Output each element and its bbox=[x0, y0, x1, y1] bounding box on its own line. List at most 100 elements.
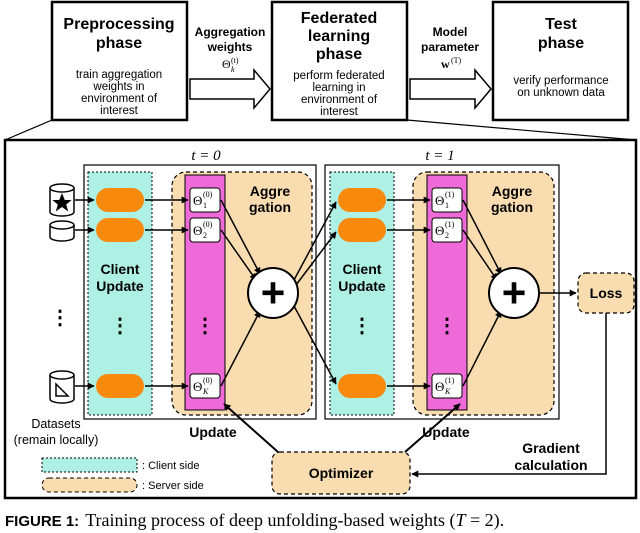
client-node bbox=[96, 218, 144, 242]
legend-server-swatch bbox=[41, 477, 138, 493]
theta-superscript: (0) bbox=[203, 220, 213, 229]
gradient-label: calculation bbox=[514, 457, 587, 473]
arrow bbox=[220, 199, 261, 275]
theta-symbol: Θ bbox=[193, 193, 202, 208]
loss-label: Loss bbox=[590, 285, 623, 301]
plus-sign: + bbox=[261, 269, 286, 316]
theta-superscript: (1) bbox=[445, 376, 455, 385]
phase-preprocessing: Preprocessing phase train aggregation we… bbox=[50, 0, 189, 122]
arrow bbox=[293, 305, 337, 385]
client-node bbox=[338, 188, 386, 212]
arrow bbox=[411, 313, 607, 478]
theta-superscript: (1) bbox=[445, 190, 455, 199]
aggregation-label: Aggre bbox=[492, 183, 533, 199]
zoom-line bbox=[406, 119, 637, 141]
arrow-label: weights bbox=[207, 40, 253, 54]
phase-description: verify performance bbox=[513, 75, 608, 87]
weight-box-theta-k: Θ K (0) bbox=[189, 373, 221, 399]
client-update-label: Update bbox=[96, 278, 144, 294]
vertical-ellipsis: ⋮ bbox=[195, 315, 215, 337]
arrow-label: parameter bbox=[421, 40, 479, 54]
arrow bbox=[462, 229, 498, 281]
optimizer-label: Optimizer bbox=[309, 465, 374, 481]
client-node bbox=[338, 218, 386, 242]
weight-box-theta-1: Θ 1 (1) bbox=[431, 187, 463, 213]
phase-description: environment of bbox=[301, 94, 378, 106]
vertical-ellipsis: ⋮ bbox=[50, 307, 70, 329]
phase-title: phase bbox=[96, 35, 142, 52]
phase-title: Test bbox=[545, 16, 577, 33]
theta-symbol: Θ bbox=[435, 379, 444, 394]
plus-sign: + bbox=[502, 269, 527, 316]
legend-client-label: : Client side bbox=[142, 460, 199, 472]
figure-caption: FIGURE 1:Training process of deep unfold… bbox=[5, 510, 504, 531]
datasets-label: Datasets bbox=[31, 417, 80, 431]
arrow bbox=[295, 231, 337, 286]
phase-description: train aggregation bbox=[76, 69, 162, 81]
aggregation-plus-icon: + bbox=[247, 267, 299, 319]
client-node bbox=[96, 374, 144, 398]
phase-description: on unknown data bbox=[517, 87, 605, 99]
arrow bbox=[223, 403, 279, 453]
theta-subscript: 1 bbox=[445, 201, 449, 210]
phase-description: interest bbox=[320, 106, 359, 118]
weight-box-theta-2: Θ 2 (0) bbox=[189, 217, 221, 243]
weight-box-theta-1: Θ 1 (0) bbox=[189, 187, 221, 213]
client-node bbox=[338, 374, 386, 398]
aggregation-label: gation bbox=[249, 199, 291, 215]
client-node bbox=[96, 188, 144, 212]
aggregation-weights-label: Aggregation weights Θ k (t) bbox=[195, 25, 266, 74]
datasets-label: (remain locally) bbox=[14, 433, 99, 447]
caption-var: T bbox=[455, 510, 467, 530]
model-parameter-label: Model parameter w (T) bbox=[421, 25, 479, 71]
phase-description: perform federated bbox=[293, 70, 384, 82]
caption-eq: = 2). bbox=[465, 510, 504, 531]
phase-description: environment of bbox=[81, 93, 158, 105]
arrow-label: Aggregation bbox=[195, 25, 266, 39]
aggregation-label: Aggre bbox=[250, 183, 291, 199]
hollow-arrow-2 bbox=[409, 67, 492, 111]
client-update-label: Client bbox=[101, 261, 140, 277]
arrow bbox=[462, 310, 502, 387]
w-superscript: (T) bbox=[451, 56, 462, 65]
hollow-arrow-1 bbox=[189, 67, 271, 111]
arrow-label: Model bbox=[433, 25, 468, 39]
phase-title: phase bbox=[316, 46, 362, 63]
phase-description: learning in bbox=[312, 82, 365, 94]
arrow bbox=[462, 199, 502, 275]
theta-subscript: K bbox=[444, 387, 451, 396]
phase-title: Federated bbox=[301, 10, 377, 27]
theta-superscript: (0) bbox=[203, 190, 213, 199]
weights-column bbox=[184, 174, 226, 411]
vertical-ellipsis: ⋮ bbox=[110, 315, 130, 337]
arrow bbox=[293, 201, 337, 281]
theta-symbol: Θ bbox=[435, 193, 444, 208]
client-update-label: Client bbox=[343, 261, 382, 277]
theta-subscript: 2 bbox=[203, 231, 207, 240]
dataset-triangle-icon bbox=[49, 370, 75, 404]
arrow bbox=[404, 403, 461, 453]
phase-federated-learning: Federated learning phase perform federat… bbox=[270, 0, 409, 122]
weight-box-theta-k: Θ K (1) bbox=[431, 373, 463, 399]
stage-label: t = 0 bbox=[191, 148, 221, 164]
theta-subscript: k bbox=[231, 65, 235, 74]
zoom-line bbox=[4, 119, 53, 141]
vertical-ellipsis: ⋮ bbox=[352, 315, 372, 337]
optimizer-box: Optimizer bbox=[271, 451, 411, 495]
client-update-label: Update bbox=[338, 278, 386, 294]
theta-superscript: (t) bbox=[231, 56, 239, 65]
aggregation-label: gation bbox=[491, 199, 533, 215]
theta-superscript: (0) bbox=[203, 376, 213, 385]
arrow bbox=[220, 310, 261, 387]
update-label: Update bbox=[189, 424, 237, 440]
stage-label: t = 1 bbox=[425, 148, 454, 164]
theta-symbol: Θ bbox=[222, 57, 231, 71]
theta-symbol: Θ bbox=[193, 223, 202, 238]
legend: : Client side : Server side bbox=[41, 457, 204, 493]
legend-client-swatch bbox=[41, 457, 138, 473]
theta-symbol: Θ bbox=[435, 223, 444, 238]
dataset-star-icon bbox=[49, 183, 75, 217]
phase-title: learning bbox=[308, 28, 370, 45]
theta-superscript: (1) bbox=[445, 220, 455, 229]
